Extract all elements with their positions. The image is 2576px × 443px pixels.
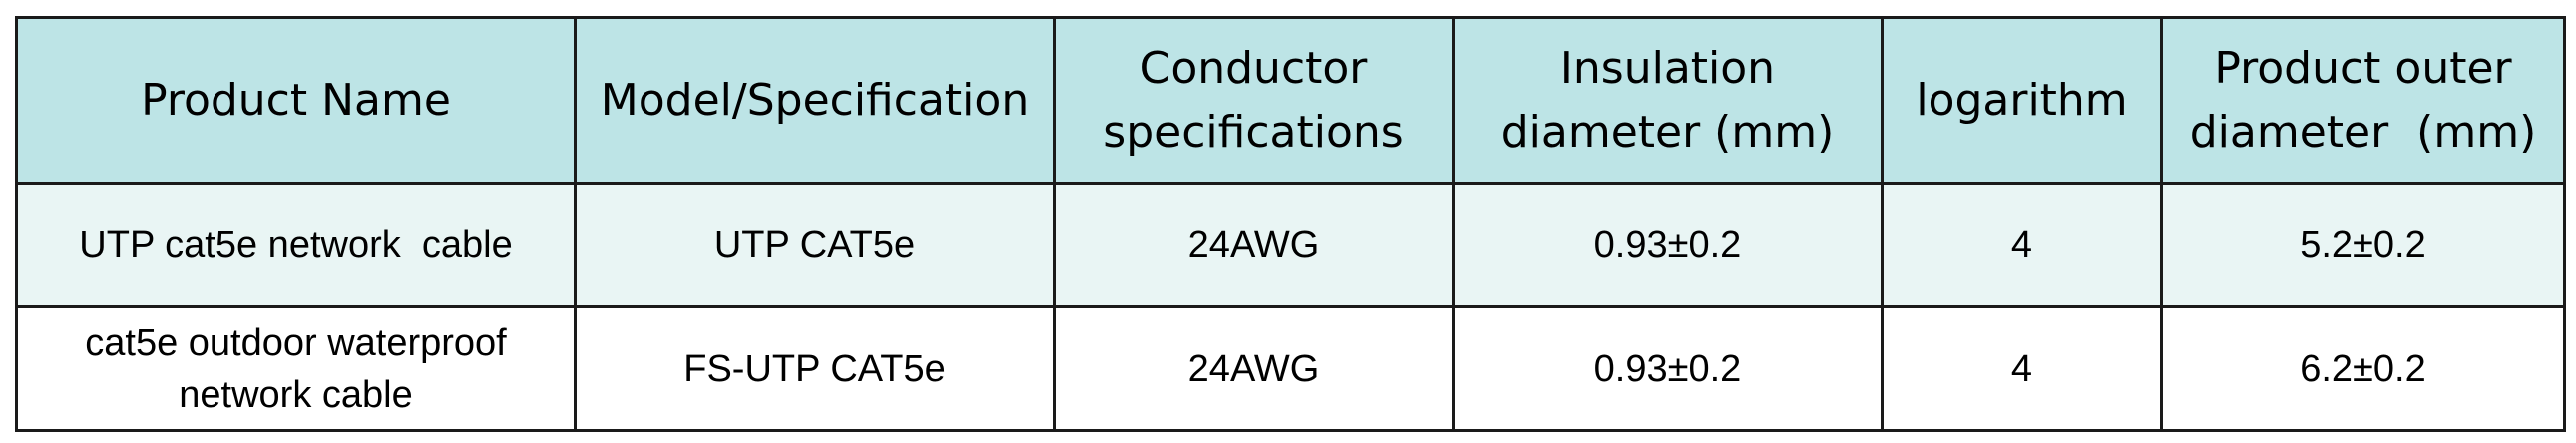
product-spec-table: Product Name Model/Specification Conduct… [15,16,2566,432]
header-product-name: Product Name [15,16,577,185]
cell-logarithm: 4 [1881,182,2163,308]
cell-model-specification: UTP CAT5e [574,182,1056,308]
cell-product-outer-diameter: 5.2±0.2 [2160,182,2566,308]
cell-product-outer-diameter: 6.2±0.2 [2160,305,2566,432]
cell-conductor-specifications: 24AWG [1053,182,1455,308]
cell-insulation-diameter: 0.93±0.2 [1452,305,1884,432]
header-logarithm: logarithm [1881,16,2163,185]
table-header-row: Product Name Model/Specification Conduct… [15,16,2566,185]
cell-conductor-specifications: 24AWG [1053,305,1455,432]
cell-logarithm: 4 [1881,305,2163,432]
table-row: UTP cat5e network cable UTP CAT5e 24AWG … [15,182,2566,308]
header-insulation-diameter: Insulation diameter (mm) [1452,16,1884,185]
header-model-specification: Model/Specification [574,16,1056,185]
header-conductor-specifications: Conductor specifications [1053,16,1455,185]
cell-product-name: cat5e outdoor waterproof network cable [15,305,577,432]
cell-insulation-diameter: 0.93±0.2 [1452,182,1884,308]
table-row: cat5e outdoor waterproof network cable F… [15,305,2566,432]
cell-product-name: UTP cat5e network cable [15,182,577,308]
cell-model-specification: FS-UTP CAT5e [574,305,1056,432]
header-product-outer-diameter: Product outer diameter (mm) [2160,16,2566,185]
